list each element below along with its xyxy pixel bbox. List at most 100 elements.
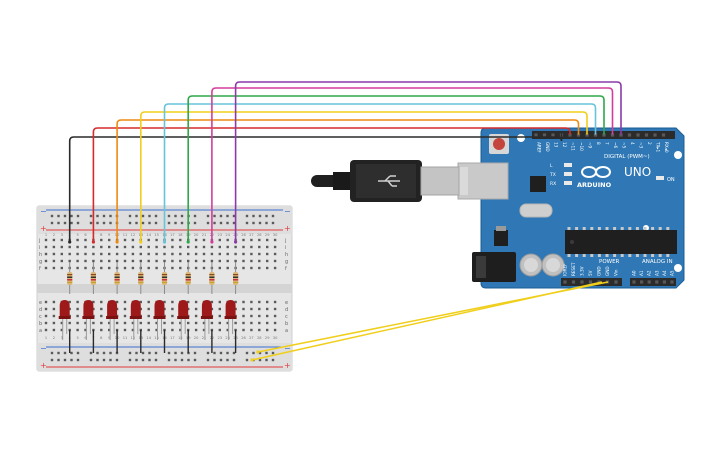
breadboard-hole bbox=[52, 300, 56, 304]
breadboard-hole bbox=[52, 314, 56, 318]
digital-pin-label: AREF bbox=[537, 142, 542, 153]
header-pin[interactable] bbox=[571, 280, 576, 284]
header-pin[interactable] bbox=[647, 280, 651, 284]
resistor-band bbox=[209, 279, 215, 281]
chip-pin bbox=[635, 254, 639, 257]
breadboard-hole bbox=[84, 328, 87, 332]
breadboard-rail-hole bbox=[252, 221, 255, 225]
chip-pin bbox=[597, 227, 601, 230]
bottom-rail-plus-label-left: + bbox=[40, 361, 47, 370]
breadboard-hole bbox=[52, 238, 56, 242]
breadboard-hole bbox=[147, 314, 150, 318]
usb-cable[interactable] bbox=[311, 160, 460, 202]
breadboard-hole bbox=[226, 328, 229, 332]
breadboard-hole bbox=[84, 266, 87, 270]
header-pin[interactable] bbox=[534, 133, 538, 137]
header-pin[interactable] bbox=[585, 133, 589, 137]
header-pin[interactable] bbox=[627, 133, 632, 137]
breadboard-hole bbox=[123, 238, 127, 242]
breadboard-hole bbox=[234, 259, 237, 263]
header-pin[interactable] bbox=[653, 133, 657, 137]
header-pin[interactable] bbox=[588, 280, 593, 284]
breadboard-hole bbox=[147, 328, 150, 332]
breadboard-rail-hole bbox=[226, 221, 229, 225]
digital-pin-label: 8 bbox=[596, 142, 601, 145]
breadboard-hole bbox=[76, 328, 79, 332]
breadboard-hole bbox=[44, 328, 48, 332]
breadboard-hole bbox=[266, 266, 269, 270]
power-wire-end bbox=[256, 350, 260, 354]
breadboard-hole bbox=[123, 328, 127, 332]
header-pin[interactable] bbox=[563, 280, 567, 284]
header-pin[interactable] bbox=[551, 133, 555, 137]
usb-symbol-icon bbox=[378, 175, 400, 187]
header-pin[interactable] bbox=[644, 133, 649, 137]
chip-pin bbox=[651, 254, 655, 257]
breadboard-hole bbox=[84, 238, 87, 242]
digital-pin-label: ~9 bbox=[588, 142, 593, 149]
analog-header[interactable] bbox=[630, 278, 676, 286]
breadboard-hole bbox=[273, 252, 277, 256]
breadboard-hole bbox=[123, 307, 127, 311]
breadboard-hole bbox=[258, 314, 261, 318]
row-letter: b bbox=[285, 321, 288, 327]
breadboard-hole bbox=[123, 252, 127, 256]
header-pin[interactable] bbox=[580, 280, 584, 284]
header-pin[interactable] bbox=[542, 133, 547, 137]
resistor bbox=[185, 262, 191, 294]
resistor-band bbox=[90, 274, 96, 276]
breadboard-hole bbox=[179, 252, 182, 256]
header-pin[interactable] bbox=[576, 133, 581, 137]
resistor-body bbox=[233, 272, 239, 285]
reset-button[interactable] bbox=[493, 138, 505, 150]
breadboard-hole bbox=[250, 321, 253, 325]
breadboard-hole bbox=[266, 321, 269, 325]
breadboard-rail-hole bbox=[89, 214, 93, 218]
header-pin[interactable] bbox=[593, 133, 598, 137]
chip-pin bbox=[590, 254, 594, 257]
breadboard-hole bbox=[194, 314, 198, 318]
header-pin[interactable] bbox=[619, 133, 623, 137]
digital-pin-label: ~10 bbox=[579, 142, 584, 151]
breadboard-hole bbox=[258, 245, 261, 249]
breadboard-hole bbox=[266, 314, 269, 318]
header-pin[interactable] bbox=[610, 133, 615, 137]
breadboard-hole bbox=[266, 328, 269, 332]
breadboard-hole bbox=[76, 266, 79, 270]
breadboard-rail-hole bbox=[226, 351, 229, 355]
header-pin[interactable] bbox=[655, 280, 659, 284]
breadboard-rail-hole bbox=[63, 351, 67, 355]
header-pin[interactable] bbox=[602, 133, 606, 137]
header-pin[interactable] bbox=[640, 280, 644, 284]
breadboard-hole bbox=[60, 259, 63, 263]
header-pin[interactable] bbox=[636, 133, 640, 137]
resistor-band bbox=[138, 279, 144, 281]
top-rail-plus-label-right: + bbox=[284, 224, 291, 233]
digital-pin-label: ~5 bbox=[622, 142, 627, 149]
column-number: 20 bbox=[194, 336, 199, 340]
breadboard-rail-hole bbox=[206, 351, 210, 355]
breadboard-hole bbox=[210, 300, 214, 304]
header-pin[interactable] bbox=[568, 133, 572, 137]
power-wire-end bbox=[250, 358, 254, 362]
breadboard-rail-hole bbox=[265, 351, 268, 355]
breadboard-hole bbox=[171, 328, 174, 332]
chip-pin bbox=[582, 227, 586, 230]
breadboard-hole bbox=[68, 259, 71, 263]
column-number: 21 bbox=[202, 336, 207, 340]
breadboard-rail-hole bbox=[148, 214, 151, 218]
breadboard-hole bbox=[52, 259, 56, 263]
wire-end-purple bbox=[234, 240, 238, 244]
header-pin[interactable] bbox=[661, 133, 666, 137]
header-pin[interactable] bbox=[662, 280, 666, 284]
breadboard-hole bbox=[258, 321, 261, 325]
header-pin[interactable] bbox=[614, 280, 618, 284]
header-pin[interactable] bbox=[632, 280, 636, 284]
breadboard-hole bbox=[187, 321, 190, 325]
breadboard-hole bbox=[250, 238, 253, 242]
header-pin[interactable] bbox=[670, 280, 674, 284]
digital-pin-label: 13 bbox=[554, 142, 559, 148]
breadboard-rail-hole bbox=[102, 351, 106, 355]
